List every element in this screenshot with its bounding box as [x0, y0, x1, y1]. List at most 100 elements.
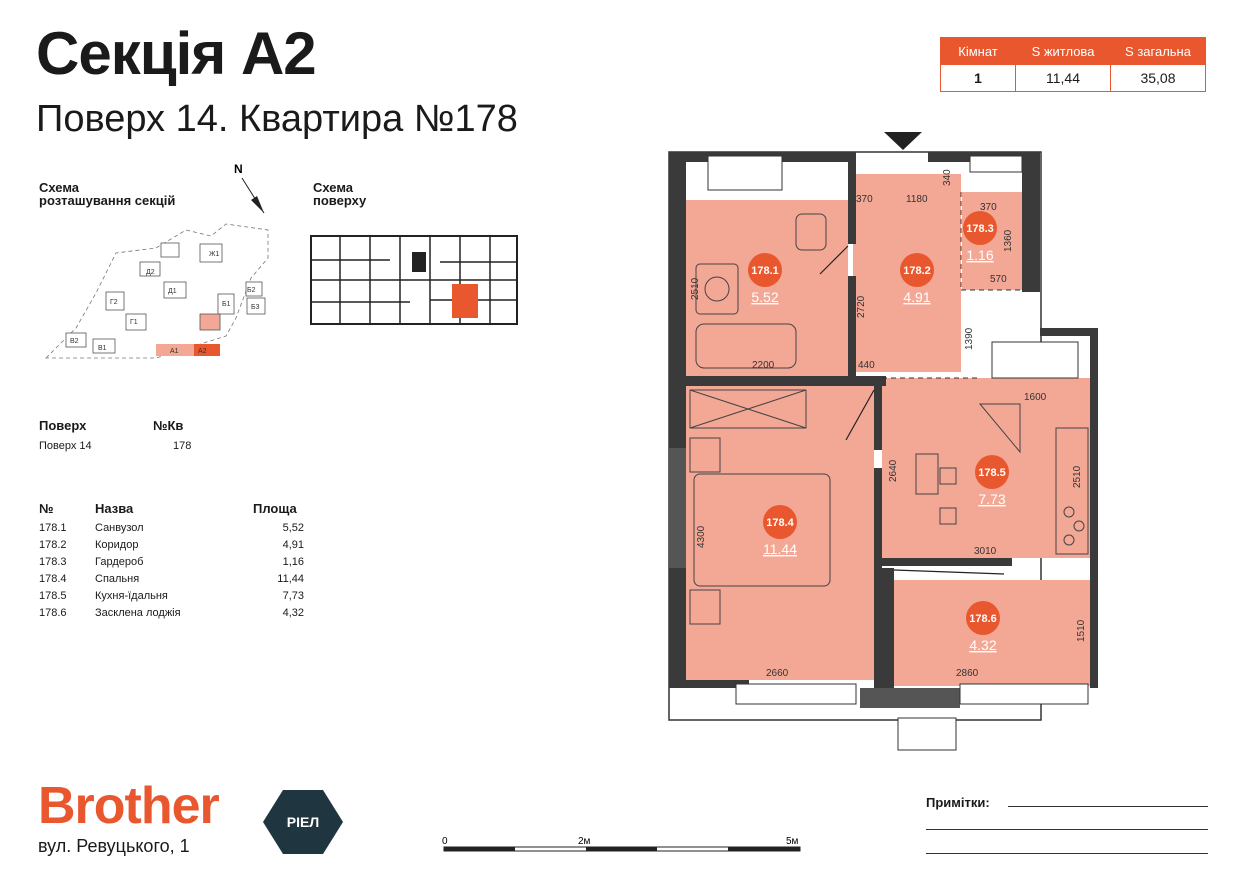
room-name: Гардероб — [95, 555, 144, 568]
room-area: 1,16 — [282, 555, 304, 568]
dimension: 340 — [942, 169, 953, 186]
section-tag: Д1 — [168, 288, 177, 295]
room-name: Засклена лоджія — [95, 606, 181, 619]
room-area-label: 5.52 — [751, 289, 778, 305]
section-tag: Ж1 — [209, 251, 219, 258]
dimension: 1390 — [964, 327, 975, 350]
summary-table: Кімнат S житлова S загальна 1 11,44 35,0… — [940, 37, 1206, 92]
apartment-number-header: №Кв — [153, 418, 184, 433]
floor-value: Поверх 14 — [39, 440, 92, 452]
rooms-num-header: № — [39, 501, 54, 516]
partitions — [882, 192, 1022, 379]
room-id-label: 178.5 — [978, 467, 1006, 479]
dimension: 570 — [990, 274, 1007, 285]
section-tag: В1 — [98, 345, 107, 352]
room-id-label: 178.2 — [903, 265, 931, 277]
room-area: 7,73 — [282, 589, 304, 602]
riel-badge: РІЕЛ — [263, 790, 343, 854]
table-row: 178.2 Коридор 4,91 — [39, 536, 304, 553]
scale-label: 2м — [578, 836, 591, 847]
scale-bar: 0 2м 5м — [442, 836, 801, 852]
room-num: 178.6 — [39, 606, 67, 619]
dimension: 370 — [980, 202, 997, 213]
rooms-area-header: Площа — [253, 501, 297, 516]
room-name: Коридор — [95, 538, 139, 551]
floor-scheme-label-line2: поверху — [313, 193, 367, 208]
room-area: 5,52 — [282, 521, 304, 534]
section-tag: Д2 — [146, 269, 155, 276]
notes-line — [926, 829, 1208, 830]
dimension: 370 — [856, 194, 873, 205]
room-name: Санвузол — [95, 521, 144, 534]
room-id-label: 178.3 — [966, 223, 994, 235]
apartment-number-value: 178 — [173, 440, 192, 452]
section-tag: А1 — [170, 348, 179, 355]
scale-label: 5м — [786, 836, 799, 847]
dimension: 2640 — [888, 459, 899, 482]
room-area-label: 4.32 — [969, 637, 996, 653]
table-row: 178.3 Гардероб 1,16 — [39, 553, 304, 570]
section-tag: А2 — [198, 348, 207, 355]
scale-label: 0 — [442, 836, 448, 847]
room-num: 178.4 — [39, 572, 67, 585]
table-row: 178.5 Кухня-їдальня 7,73 — [39, 587, 304, 604]
dimension: 2660 — [766, 668, 789, 679]
dimension: 440 — [858, 360, 875, 371]
dimension: 4300 — [696, 525, 707, 548]
notes-line — [926, 853, 1208, 854]
north-label: N — [234, 162, 243, 176]
living-area-header: S житлова — [1015, 37, 1111, 65]
room-id-label: 178.4 — [766, 517, 794, 529]
room-area: 4,32 — [282, 606, 304, 619]
room-bathroom — [686, 200, 848, 378]
total-area-header: S загальна — [1110, 37, 1206, 65]
floor-header: Поверх — [39, 418, 87, 433]
dimension: 2510 — [690, 277, 701, 300]
section-tag: Б2 — [247, 287, 256, 294]
room-num: 178.2 — [39, 538, 67, 551]
notes-label: Примітки: — [926, 795, 990, 810]
dimension: 1180 — [906, 194, 928, 205]
room-area-label: 7.73 — [978, 491, 1005, 507]
room-name: Кухня-їдальня — [95, 589, 168, 602]
badge-label: РІЕЛ — [287, 814, 319, 830]
dimension: 1360 — [1003, 229, 1014, 252]
apartment-floor-plan: 178.1 5.52 178.2 4.91 178.3 1.16 178.4 1… — [668, 132, 1098, 751]
doors — [819, 245, 1005, 575]
room-num: 178.3 — [39, 555, 67, 568]
floor-scheme-label: Схема поверху — [313, 181, 366, 207]
section-tag: В2 — [70, 338, 79, 345]
entrance-arrow-icon — [884, 132, 922, 150]
room-labels: 178.1 5.52 178.2 4.91 178.3 1.16 178.4 1… — [748, 211, 1009, 653]
sections-scheme-label-line2: розташування секцій — [39, 193, 176, 208]
room-area-label: 1.16 — [966, 247, 993, 263]
rooms-count-header: Кімнат — [940, 37, 1016, 65]
dimension: 1510 — [1076, 619, 1087, 642]
room-loggia — [894, 580, 1090, 686]
windows — [707, 155, 1089, 751]
table-row: 178.6 Засклена лоджія 4,32 — [39, 604, 304, 621]
section-tag: Г2 — [110, 299, 118, 306]
sections-scheme-label-line1: Схема — [39, 180, 80, 195]
total-area-value: 35,08 — [1110, 64, 1206, 92]
room-area: 4,91 — [282, 538, 304, 551]
section-tag: Б3 — [251, 304, 260, 311]
sections-scheme-label: Схема розташування секцій — [39, 181, 175, 207]
brand-logo: Brother — [38, 777, 220, 835]
room-num: 178.5 — [39, 589, 67, 602]
dimension-labels: 370 1180 340 370 1360 570 2510 2720 2200… — [690, 169, 1087, 679]
north-arrow-icon — [241, 177, 265, 214]
room-area-label: 4.91 — [903, 289, 930, 305]
address: вул. Ревуцького, 1 — [38, 836, 190, 856]
dimension: 2200 — [752, 360, 775, 371]
room-area-label: 11.44 — [763, 541, 797, 557]
sections-site-scheme: N Ж1 Д2 Д1 Г2 Г1 Б2 Б1 Б3 В2 В1 А1 А2 — [45, 162, 269, 359]
rooms-name-header: Назва — [95, 501, 134, 516]
room-name: Спальня — [95, 572, 140, 585]
notes-line — [1008, 806, 1208, 807]
section-title: Секція А2 — [36, 20, 317, 87]
floor-scheme-label-line1: Схема — [313, 180, 354, 195]
